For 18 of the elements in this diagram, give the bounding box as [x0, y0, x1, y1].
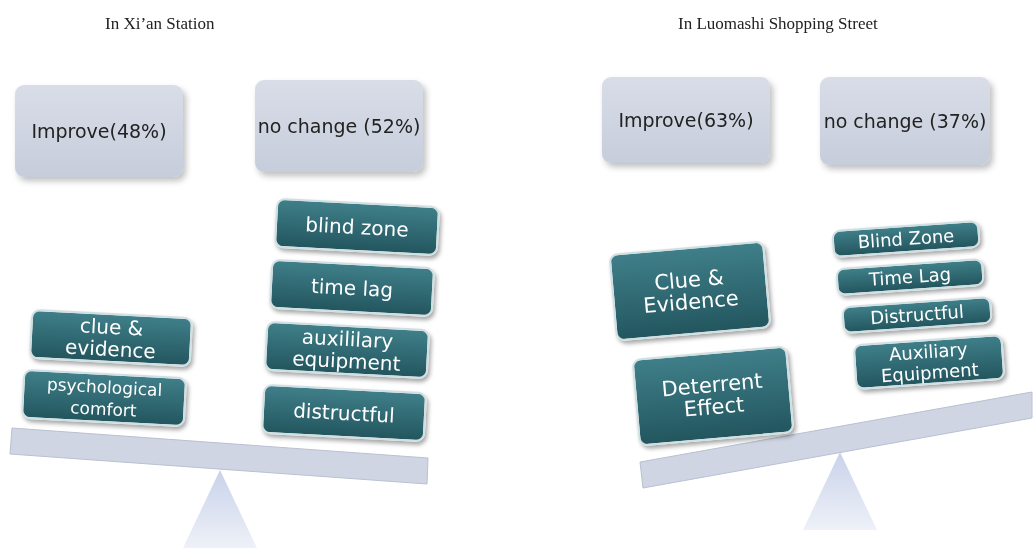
factor-block: clue & evidence: [28, 308, 194, 368]
result-box: no change (52%): [255, 80, 423, 172]
factor-block: blind zone: [273, 197, 441, 257]
factor-block: time lag: [268, 258, 436, 318]
factor-block: Deterrent Effect: [631, 345, 795, 447]
factor-block: Blind Zone: [831, 219, 981, 259]
result-box: Improve(48%): [15, 85, 183, 177]
factor-block: Distructful: [841, 295, 993, 335]
factor-block: Clue & Evidence: [608, 240, 772, 342]
result-box: Improve(63%): [602, 77, 770, 163]
factor-block: psychological comfort: [20, 368, 188, 428]
factor-block: distructful: [260, 383, 428, 443]
factor-block: Auxiliary Equipment: [852, 333, 1006, 391]
panel-title: In Luomashi Shopping Street: [678, 14, 878, 34]
result-box: no change (37%): [820, 77, 990, 165]
factor-block: Time Lag: [835, 257, 985, 297]
panel-title: In Xi’an Station: [105, 14, 215, 34]
factor-block: auxililary equipment: [263, 320, 431, 380]
